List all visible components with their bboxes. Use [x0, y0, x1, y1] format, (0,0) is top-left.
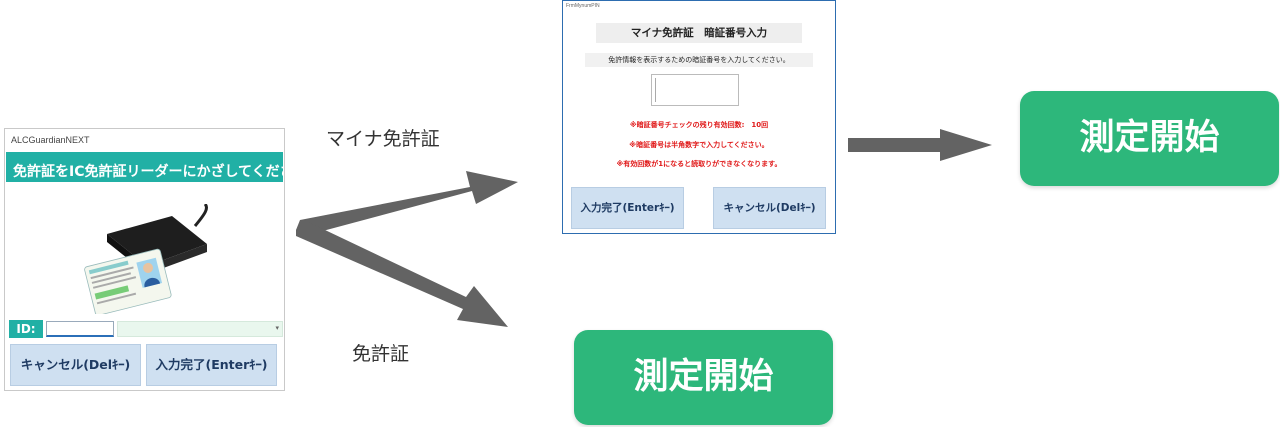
start-measurement-button-bottom[interactable]: 測定開始 [574, 330, 833, 425]
half-width-note: ※暗証番号は半角数字で入力してください。 [629, 141, 769, 149]
id-input[interactable] [46, 321, 114, 337]
lockout-note: ※有効回数が1になると読取りができなくなります。 [616, 160, 782, 168]
license-label: 免許証 [352, 343, 410, 365]
my-number-license-label: マイナ免許証 [326, 128, 440, 150]
pin-entry-window: FrmMynumPIN マイナ免許証 暗証番号入力 免許情報を表示するための暗証… [562, 0, 836, 234]
confirm-button[interactable]: 入力完了(Enterｷｰ) [571, 187, 684, 229]
pin-description: 免許情報を表示するための暗証番号を入力してください。 [585, 53, 813, 67]
ic-card-reader-image [84, 204, 209, 314]
confirm-button[interactable]: 入力完了(Enterｷｰ) [146, 344, 277, 386]
id-dropdown[interactable]: ▾ [117, 321, 283, 337]
chevron-down-icon[interactable]: ▾ [275, 324, 279, 332]
window-title: ALCGuardianNEXT [11, 135, 90, 145]
license-reader-window: ALCGuardianNEXT 免許証をIC免許証リーダーにかざしてください I… [4, 128, 285, 391]
start-measurement-button-top[interactable]: 測定開始 [1020, 91, 1279, 186]
arrow-to-my-number [296, 171, 518, 236]
cancel-button[interactable]: キャンセル(Delｷｰ) [10, 344, 141, 386]
arrow-to-license [296, 220, 508, 327]
id-label: ID: [9, 320, 43, 338]
window-title: FrmMynumPIN [566, 3, 600, 9]
pin-input[interactable] [651, 74, 739, 106]
pin-heading: マイナ免許証 暗証番号入力 [596, 23, 802, 43]
id-input-row: ID: ▾ [7, 320, 283, 338]
cancel-button[interactable]: キャンセル(Delｷｰ) [713, 187, 826, 229]
instruction-banner: 免許証をIC免許証リーダーにかざしてください [6, 152, 283, 182]
remaining-attempts-text: ※暗証番号チェックの残り有効回数: 10回 [629, 121, 769, 129]
arrow-to-start [848, 129, 992, 161]
